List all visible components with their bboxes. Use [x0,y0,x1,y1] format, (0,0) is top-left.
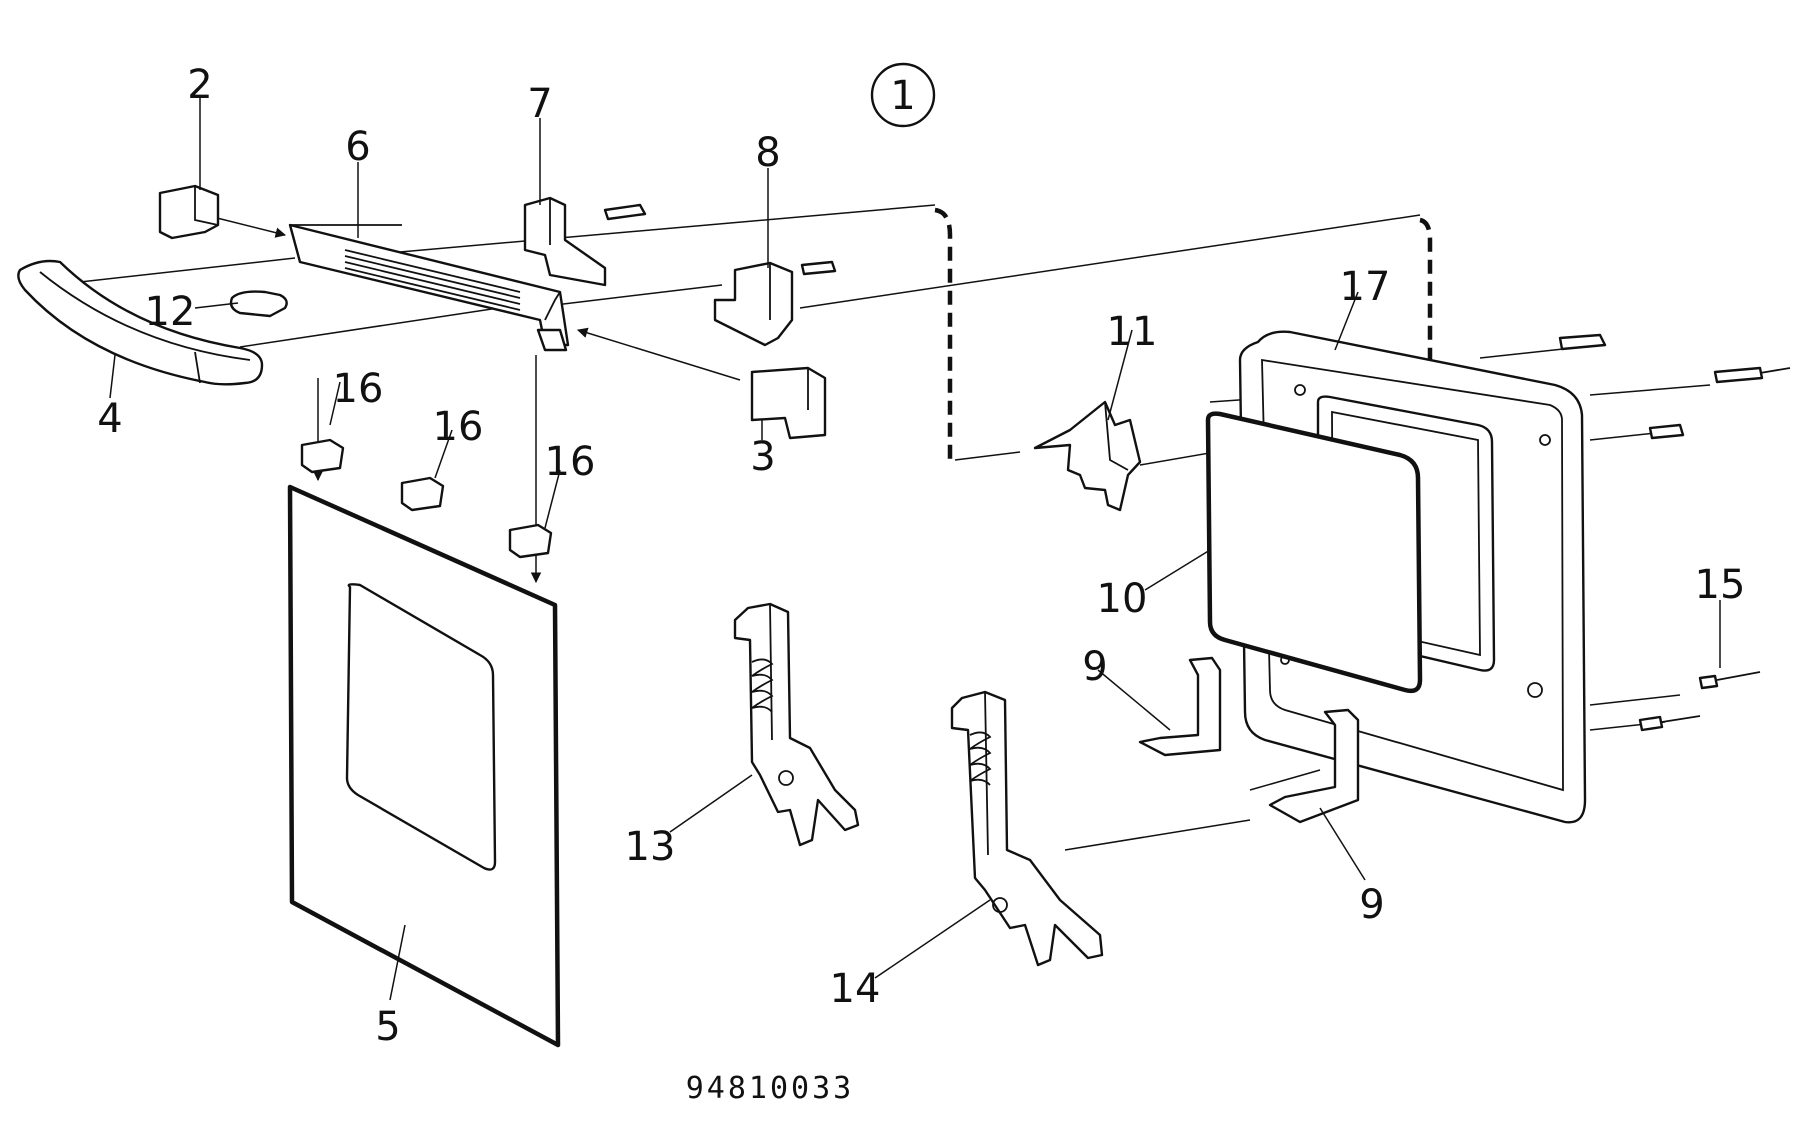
part-12-clip [229,290,288,318]
callout-6: 6 [345,124,370,170]
part-16-clip-middle [400,476,445,512]
part-8-bracket [713,261,794,347]
screw-8 [800,260,837,276]
part-4-door-handle [17,259,264,386]
part-7-bracket [523,196,607,287]
part-10-inner-glass [1205,411,1423,694]
trim-vent-slots [344,249,521,311]
callout-7: 7 [527,81,552,127]
callout-16-middle: 16 [433,404,484,450]
callout-11: 11 [1107,309,1158,355]
callout-9-lower: 9 [1359,882,1384,928]
part-13-hinge [733,602,860,847]
callout-13: 13 [625,824,676,870]
frame-screws [1558,333,1791,732]
part-3-corner-bracket [750,366,827,440]
part-16-clip-left [300,438,345,474]
callout-17: 17 [1340,264,1391,310]
callout-10: 10 [1097,576,1148,622]
callout-5: 5 [375,1004,400,1050]
callout-15: 15 [1695,562,1746,608]
drawing-code: 94810033 [686,1071,855,1106]
screw-7 [603,203,647,221]
part-9-bracket-upper [1138,656,1222,757]
callout-12: 12 [145,289,196,335]
callout-16-right: 16 [545,439,596,485]
part-6-trim-profile [288,223,570,352]
callout-8: 8 [755,130,780,176]
callout-3: 3 [750,434,775,480]
figure-number: 1 [890,73,915,119]
callout-9-upper: 9 [1082,644,1107,690]
callout-16-left: 16 [333,366,384,412]
callout-numbers: 2 3 4 5 6 7 8 9 9 10 11 12 13 14 15 16 1… [97,62,1745,1050]
part-11-door-latch [1033,400,1142,512]
dashed-connectors [934,207,1433,465]
part-5-door-glass [287,484,561,1048]
callout-leaders [109,98,1721,1001]
part-2-end-cap [158,184,220,240]
part-14-hinge [950,690,1104,967]
figure-number-badge: 1 [870,62,936,128]
callout-2: 2 [187,62,212,108]
callout-14: 14 [830,966,881,1012]
part-9-bracket-lower [1268,708,1360,824]
callout-4: 4 [97,396,122,442]
part-16-clip-right [508,523,553,559]
